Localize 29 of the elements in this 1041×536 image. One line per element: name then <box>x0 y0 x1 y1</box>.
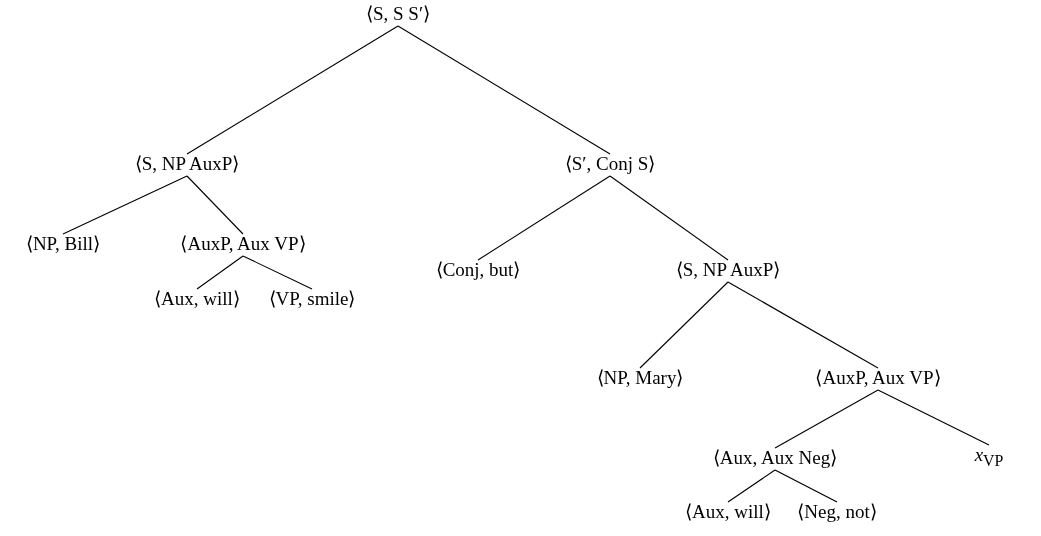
tree-node-label: ⟨AuxP, Aux VP⟩ <box>815 367 941 389</box>
tree-node-label: ⟨Conj, but⟩ <box>435 259 521 281</box>
tree-node-label: ⟨Neg, not⟩ <box>797 501 877 523</box>
tree-branch <box>242 255 313 290</box>
tree-branch <box>774 469 838 503</box>
tree-branch <box>639 281 729 369</box>
tree-node-label: ⟨S′, Conj S⟩ <box>564 153 656 175</box>
tree-node-label: x$_{VP}$ <box>974 444 1004 472</box>
tree-branch <box>62 175 188 235</box>
tree-node-label: ⟨NP, Bill⟩ <box>25 233 101 255</box>
tree-branch <box>196 255 244 290</box>
tree-branch <box>609 175 729 261</box>
tree-node-label: ⟨Aux, will⟩ <box>685 501 771 523</box>
tree-branch <box>727 281 879 369</box>
tree-branch <box>727 469 776 503</box>
tree-node-label: ⟨Aux, Aux Neg⟩ <box>712 447 838 469</box>
tree-branch <box>186 25 399 155</box>
tree-node-label: ⟨S, NP AuxP⟩ <box>134 153 240 175</box>
tree-node-label: ⟨S, NP AuxP⟩ <box>675 259 781 281</box>
tree-branch <box>774 389 879 449</box>
tree-branch <box>397 25 611 155</box>
tree-branch <box>477 175 611 261</box>
tree-node-label: ⟨S, S S′⟩ <box>365 3 431 25</box>
tree-node-label: ⟨VP, smile⟩ <box>268 288 356 310</box>
tree-node-label: ⟨AuxP, Aux VP⟩ <box>180 233 306 255</box>
tree-branch <box>877 389 990 446</box>
tree-node-label: ⟨NP, Mary⟩ <box>596 367 684 389</box>
tree-branch <box>186 175 244 235</box>
tree-node-label: ⟨Aux, will⟩ <box>154 288 240 310</box>
